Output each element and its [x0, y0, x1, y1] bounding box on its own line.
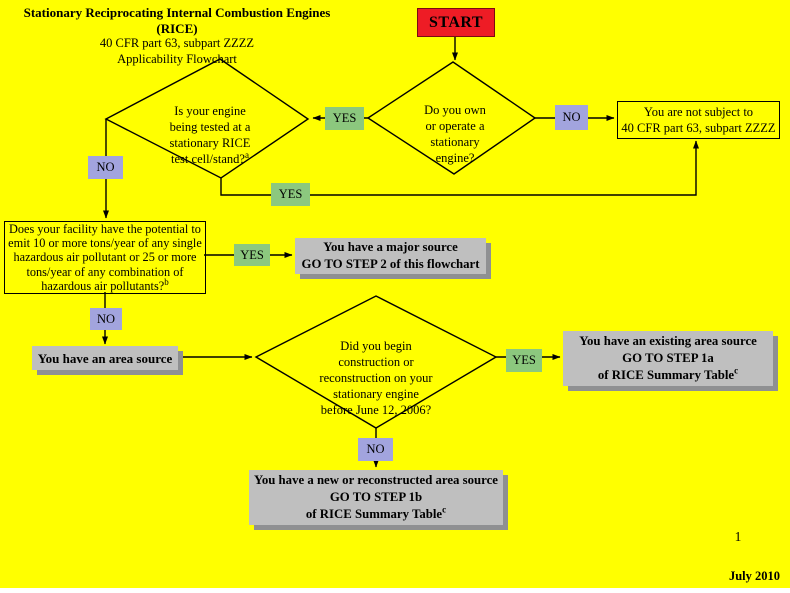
yes-label-own-to-testcell: YES — [325, 107, 364, 130]
page-number: 1 — [734, 529, 742, 544]
yes-label-construction-to-existing: YES — [506, 349, 542, 372]
connector-testcell-yes-to-notsubject — [220, 140, 699, 196]
no-label-own-to-notsubject: NO — [555, 105, 588, 130]
title-line2: 40 CFR part 63, subpart ZZZZ — [99, 36, 255, 50]
no-label-testcell-to-potential: NO — [88, 156, 123, 179]
decision-potential-emit: Does your facility have the potential to… — [4, 221, 206, 294]
start-node: START — [417, 8, 495, 37]
flowchart-title: Stationary Reciprocating Internal Combus… — [12, 5, 342, 67]
terminal-not-subject: You are not subject to 40 CFR part 63, s… — [617, 101, 780, 139]
no-label-potential-to-area: NO — [90, 308, 122, 330]
result-existing-area-source: You have an existing area source GO TO S… — [563, 331, 773, 386]
result-area-source: You have an area source — [32, 346, 178, 370]
decision-own-engine-text: Do you own or operate a stationary engin… — [424, 103, 486, 165]
footnote-c: c — [442, 504, 447, 515]
title-line3: Applicability Flowchart — [117, 51, 237, 66]
yes-label-potential-to-major: YES — [234, 244, 270, 266]
bottom-margin — [0, 588, 790, 593]
diamond-test-cell — [104, 58, 310, 179]
title-line1: Stationary Reciprocating Internal Combus… — [23, 5, 331, 36]
diamond-construction-date — [254, 295, 498, 429]
no-label-construction-to-new: NO — [358, 438, 393, 461]
footnote-b: b — [164, 276, 169, 287]
start-label: START — [428, 13, 484, 31]
diamond-own-engine — [366, 61, 537, 175]
decision-construction-date-text: Did you begin construction or reconstruc… — [319, 339, 433, 417]
date-label: July 2010 — [728, 569, 780, 583]
decision-test-cell-text: Is your engine being tested at a station… — [169, 104, 251, 166]
result-major-source: You have a major source GO TO STEP 2 of … — [295, 238, 486, 274]
result-new-area-source: You have a new or reconstructed area sou… — [249, 470, 503, 525]
yes-label-testcell-to-notsubject: YES — [271, 183, 310, 206]
footnote-c: c — [734, 365, 739, 376]
footnote-a: a — [244, 149, 249, 160]
